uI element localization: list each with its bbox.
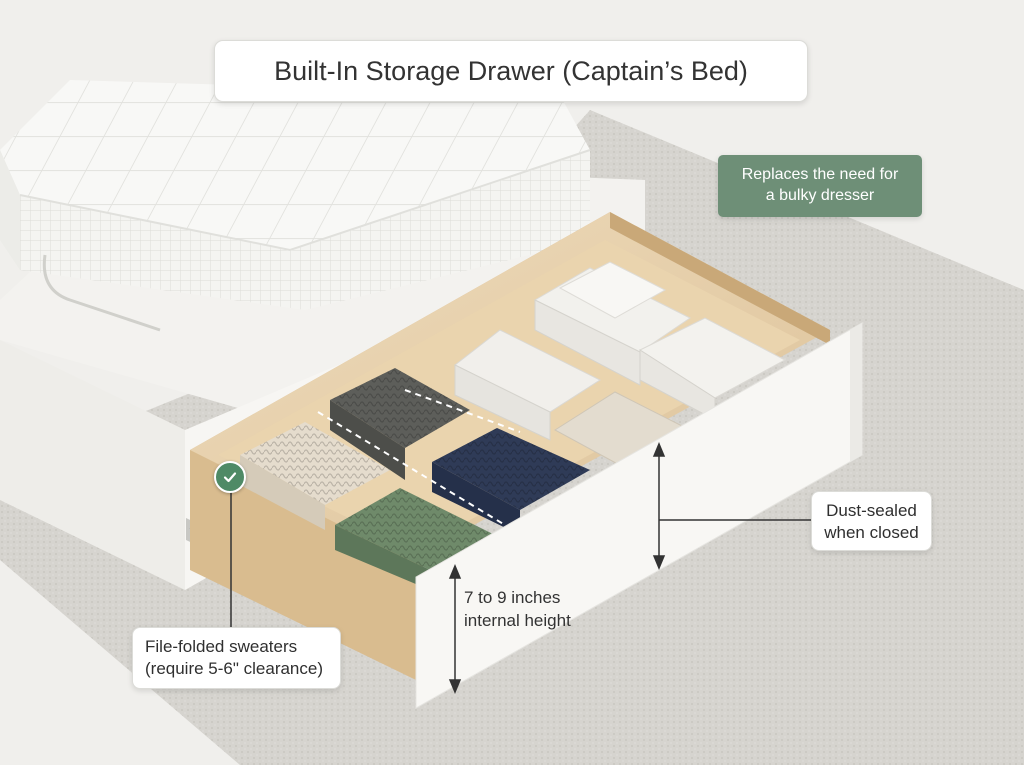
mattress-side-left xyxy=(0,150,20,270)
dust-callout-line2: when closed xyxy=(824,523,919,542)
dust-sealed-callout: Dust-sealed when closed xyxy=(811,491,932,551)
sweater-navy xyxy=(432,428,590,535)
sweaters-callout-line2: (require 5-6" clearance) xyxy=(145,659,324,678)
check-icon xyxy=(214,461,246,493)
internal-height-label: 7 to 9 inches internal height xyxy=(464,586,571,632)
sweaters-callout: File-folded sweaters (require 5-6" clear… xyxy=(132,627,341,689)
dresser-callout-line1: Replaces the need for xyxy=(741,166,899,183)
height-dimension-line xyxy=(230,442,811,694)
dresser-callout-line2: a bulky dresser xyxy=(765,187,875,204)
dresser-callout: Replaces the need for a bulky dresser xyxy=(718,155,922,217)
sweater-gray xyxy=(330,368,470,480)
sweaters-callout-line1: File-folded sweaters xyxy=(145,637,298,656)
sweater-green xyxy=(335,488,495,590)
height-label-line2: internal height xyxy=(464,611,571,630)
diagram-title: Built-In Storage Drawer (Captain’s Bed) xyxy=(214,40,808,102)
dust-callout-line1: Dust-sealed xyxy=(826,501,917,520)
height-label-line1: 7 to 9 inches xyxy=(464,588,561,607)
mattress-side-front xyxy=(20,150,590,310)
drawer-right-side xyxy=(610,212,830,345)
bed-frame-side xyxy=(0,340,185,590)
mattress-top xyxy=(0,80,590,250)
sweater-cream xyxy=(240,422,390,530)
